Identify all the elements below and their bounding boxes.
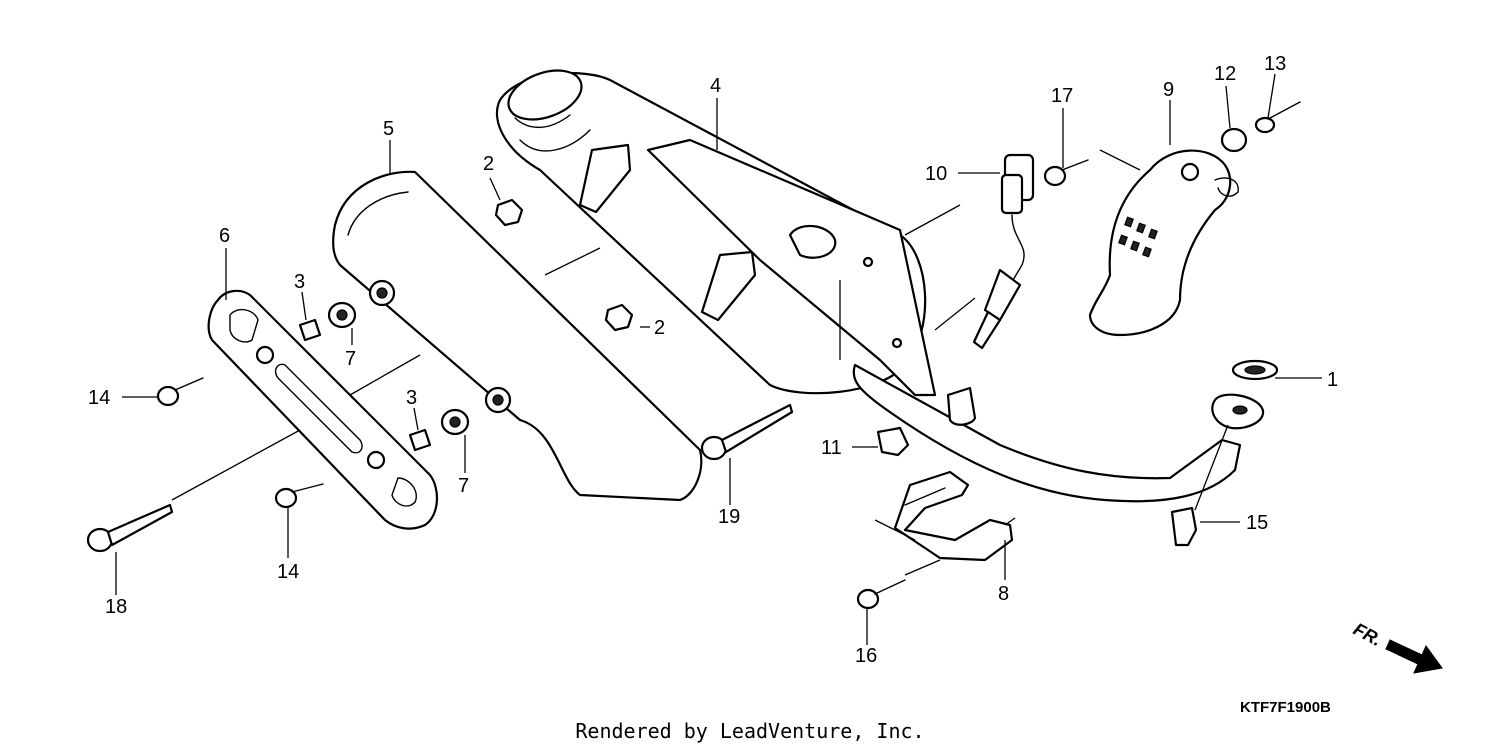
- callout-6[interactable]: 6: [219, 225, 230, 247]
- rubber-7a[interactable]: [327, 301, 357, 329]
- callout-5[interactable]: 5: [383, 118, 394, 140]
- callout-14[interactable]: 14: [88, 387, 110, 409]
- callout-11[interactable]: 11: [821, 437, 842, 459]
- heat-shield-cover[interactable]: [332, 170, 703, 502]
- exhaust-pipe[interactable]: [852, 363, 1265, 503]
- footer-credit: Rendered by LeadVenture, Inc.: [575, 719, 924, 743]
- nut-15[interactable]: [1170, 506, 1198, 547]
- muffler-protector[interactable]: [207, 289, 438, 530]
- callout-12[interactable]: 12: [1214, 63, 1236, 85]
- callout-2[interactable]: 2: [483, 153, 494, 175]
- nut-2b[interactable]: [604, 303, 634, 332]
- callout-10[interactable]: 10: [925, 163, 947, 185]
- rubber-12[interactable]: [1220, 127, 1248, 153]
- leader-lines: [115, 73, 1322, 645]
- bolt-18[interactable]: [86, 503, 174, 553]
- callout-labels: 1 2 2 3 3 4 5 6 7 7 8 9 10 11 12 13 14 1…: [88, 53, 1338, 667]
- exhaust-pipe-protector[interactable]: [1088, 149, 1239, 337]
- muffler[interactable]: [495, 61, 937, 397]
- collar-3b[interactable]: [408, 428, 432, 452]
- oxygen-sensor[interactable]: [972, 153, 1035, 350]
- callout-2[interactable]: 2: [654, 317, 665, 339]
- callout-15[interactable]: 15: [1246, 512, 1268, 534]
- bolt-17[interactable]: [1043, 159, 1089, 187]
- nut-2a[interactable]: [494, 198, 524, 227]
- callout-3[interactable]: 3: [406, 387, 417, 409]
- arrow-icon: [1385, 639, 1443, 674]
- diagram-code: KTF7F1900B: [1240, 699, 1331, 716]
- rubber-7b[interactable]: [440, 408, 470, 436]
- callout-13[interactable]: 13: [1264, 53, 1286, 75]
- bolt-19[interactable]: [700, 403, 794, 461]
- callout-7[interactable]: 7: [345, 348, 356, 370]
- front-direction-arrow: FR.: [1350, 619, 1443, 674]
- muffler-clip[interactable]: [893, 470, 1014, 562]
- callout-4[interactable]: 4: [710, 75, 721, 97]
- callout-3[interactable]: 3: [294, 271, 305, 293]
- bolt-14a[interactable]: [156, 377, 204, 407]
- nut-11[interactable]: [876, 426, 910, 457]
- callout-1[interactable]: 1: [1327, 369, 1338, 391]
- collar-3a[interactable]: [298, 318, 322, 342]
- callout-8[interactable]: 8: [998, 583, 1009, 605]
- assembly-lines: [171, 149, 1141, 576]
- direction-label: FR.: [1350, 619, 1385, 650]
- callout-7[interactable]: 7: [458, 475, 469, 497]
- callout-19[interactable]: 19: [718, 506, 740, 528]
- callout-9[interactable]: 9: [1163, 79, 1174, 101]
- screw-13[interactable]: [1254, 101, 1301, 134]
- callout-16[interactable]: 16: [855, 645, 877, 667]
- bolt-16[interactable]: [856, 579, 906, 610]
- joint-gasket-1[interactable]: [1231, 359, 1279, 381]
- callout-14[interactable]: 14: [277, 561, 299, 583]
- bolt-14b[interactable]: [274, 483, 324, 509]
- callout-17[interactable]: 17: [1051, 85, 1073, 107]
- callout-18[interactable]: 18: [105, 596, 127, 618]
